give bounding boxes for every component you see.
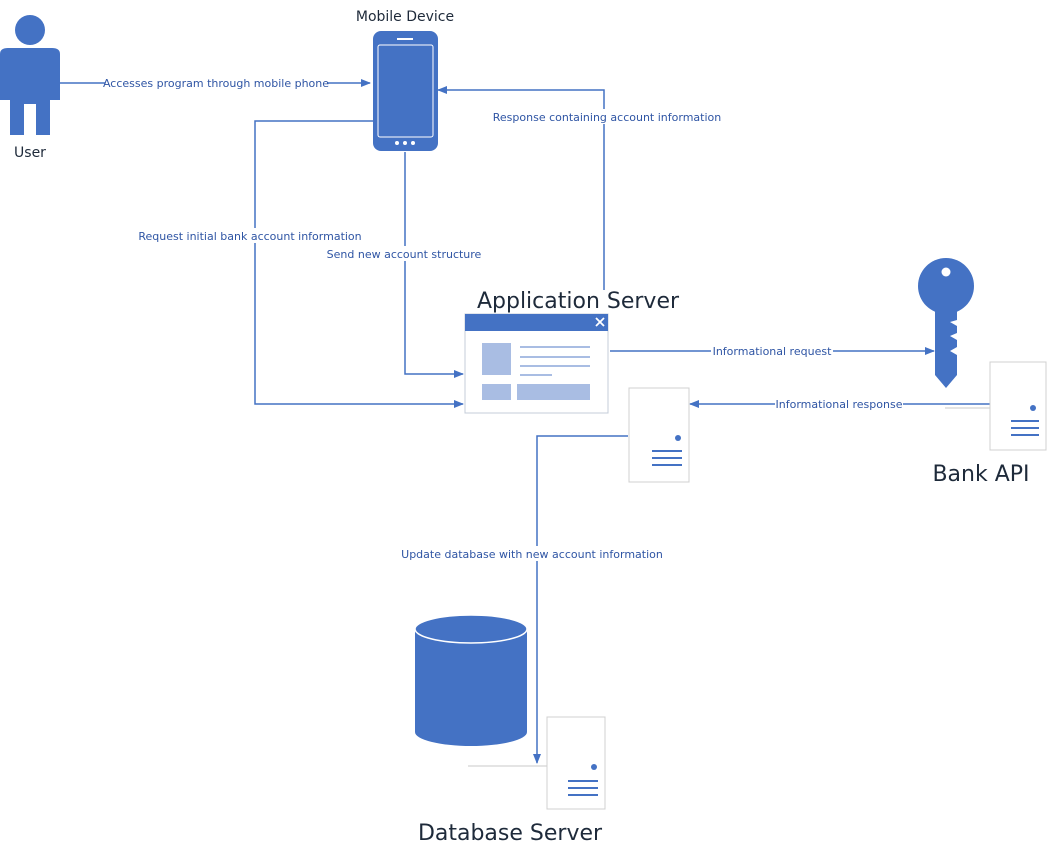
bank-api-label: Bank API (932, 462, 1029, 487)
mobile-device-label: Mobile Device (356, 9, 454, 25)
edge-label-request-initial: Request initial bank account information (138, 228, 362, 243)
informational-request-label: Informational request (713, 345, 832, 358)
edge-label-response: Response containing account information (493, 109, 721, 124)
edge-label-accesses: Accesses program through mobile phone (103, 75, 329, 90)
accesses-label: Accesses program through mobile phone (103, 77, 329, 90)
connector-update-database (533, 435, 628, 764)
smartphone-icon (373, 31, 438, 151)
request-initial-label: Request initial bank account information (138, 230, 361, 243)
database-cylinder-icon (414, 614, 528, 746)
close-icon (595, 317, 605, 327)
connector-response (437, 86, 605, 290)
update-database-label: Update database with new account informa… (401, 548, 663, 561)
edge-label-informational-response: Informational response (775, 396, 903, 411)
database-server-node: Database Server (414, 614, 606, 846)
application-server-node: Application Server (464, 289, 690, 483)
server-tower-icon (468, 716, 606, 810)
bank-api-node: Bank API (918, 258, 1047, 487)
database-server-label: Database Server (418, 821, 603, 846)
connector-request-initial (254, 120, 464, 408)
server-tower-icon (628, 387, 690, 483)
person-icon (0, 15, 60, 135)
informational-response-label: Informational response (776, 398, 903, 411)
connector-send-structure (404, 152, 464, 378)
mobile-device-node: Mobile Device (356, 9, 454, 151)
edge-label-informational-request: Informational request (711, 343, 833, 358)
edge-label-send-structure: Send new account structure (327, 246, 482, 261)
key-icon (918, 258, 974, 388)
server-tower-icon (945, 361, 1047, 451)
user-node: User (0, 15, 60, 161)
application-server-label: Application Server (477, 289, 680, 314)
send-structure-label: Send new account structure (327, 248, 482, 261)
user-label: User (14, 145, 46, 161)
edge-label-update-database: Update database with new account informa… (401, 546, 663, 561)
response-label: Response containing account information (493, 111, 721, 124)
app-window-icon (464, 313, 609, 414)
